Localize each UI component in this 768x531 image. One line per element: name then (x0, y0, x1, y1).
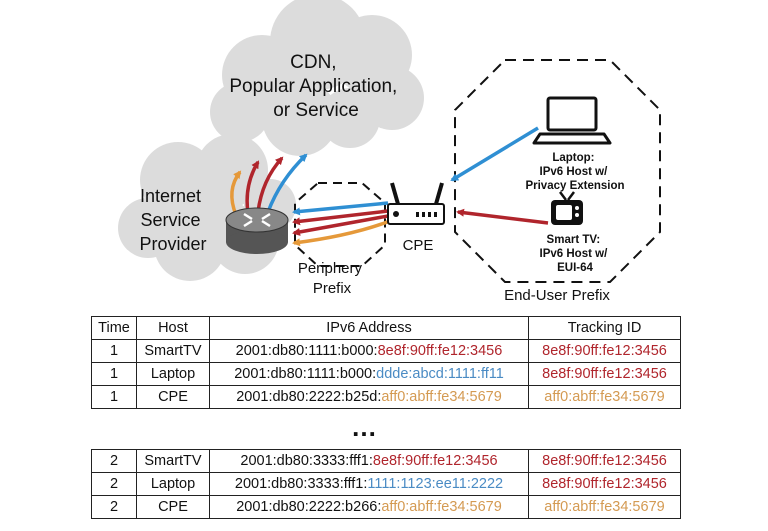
cell-ipv6-address: 2001:db80:2222:b266:aff0:abff:fe34:5679 (209, 495, 529, 519)
header-tracking-id: Tracking ID (528, 316, 681, 340)
address-prefix: 2001:db80:1111:b000: (235, 343, 378, 359)
isp-label-line-1: Internet (140, 186, 201, 206)
laptop-to-cpe-arrow (450, 126, 539, 182)
laptop-icon (532, 96, 612, 145)
cell-time: 2 (91, 495, 137, 519)
end-user-prefix-label: End-User Prefix (504, 287, 610, 304)
isp-label: Internet Service Provider (139, 186, 206, 254)
cell-ipv6-address: 2001:db80:1111:b000:8e8f:90ff:fe12:3456 (209, 339, 529, 363)
header-ipv6-address: IPv6 Address (209, 316, 529, 340)
cell-time: 1 (91, 339, 137, 363)
upstream-arrows (230, 153, 308, 216)
cpe-to-isp-arrows (292, 201, 391, 247)
router-icon (225, 207, 289, 254)
cell-host: SmartTV (136, 449, 210, 473)
cpe-label: CPE (403, 237, 434, 254)
cell-tracking-id: 8e8f:90ff:fe12:3456 (528, 472, 681, 496)
cell-ipv6-address: 2001:db80:3333:fff1:8e8f:90ff:fe12:3456 (209, 449, 529, 473)
header-time: Time (91, 316, 137, 340)
address-prefix: 2001:db80:3333:fff1: (234, 476, 368, 492)
cell-host: SmartTV (136, 339, 210, 363)
network-diagram: CDN, Popular Application, or Service Int… (118, 0, 661, 304)
address-interface-id: 8e8f:90ff:fe12:3456 (372, 453, 498, 469)
address-interface-id: ddde:abcd:1111:ff11 (376, 366, 504, 382)
cell-host: Laptop (136, 362, 210, 386)
cell-ipv6-address: 2001:db80:3333:fff1:1111:1123:ee11:2222 (209, 472, 529, 496)
cdn-label-line-1: CDN, (290, 52, 336, 73)
address-interface-id: aff0:abff:fe34:5679 (381, 499, 502, 515)
end-user-prefix-boundary (454, 59, 661, 283)
cpe-router-icon (387, 182, 445, 225)
address-prefix: 2001:db80:2222:b266: (236, 499, 382, 515)
cdn-label-line-2: Popular Application, (229, 76, 397, 97)
ellipsis: … (351, 412, 379, 442)
cell-host: Laptop (136, 472, 210, 496)
cell-ipv6-address: 2001:db80:1111:b000:ddde:abcd:1111:ff11 (209, 362, 529, 386)
address-prefix: 2001:db80:2222:b25d: (236, 389, 382, 405)
address-prefix: 2001:db80:3333:fff1: (240, 453, 373, 469)
cell-tracking-id: 8e8f:90ff:fe12:3456 (528, 362, 681, 386)
smart-tv-label: Smart TV: IPv6 Host w/ EUI-64 (540, 234, 611, 274)
cell-tracking-id: 8e8f:90ff:fe12:3456 (528, 339, 681, 363)
cdn-cloud: CDN, Popular Application, or Service (210, 0, 424, 156)
cell-ipv6-address: 2001:db80:2222:b25d:aff0:abff:fe34:5679 (209, 385, 529, 409)
laptop-label: Laptop: IPv6 Host w/ Privacy Extension (525, 152, 624, 192)
cell-time: 1 (91, 385, 137, 409)
cdn-label-line-3: or Service (273, 100, 359, 121)
address-interface-id: 8e8f:90ff:fe12:3456 (377, 343, 503, 359)
cell-tracking-id: aff0:abff:fe34:5679 (528, 495, 681, 519)
address-interface-id: aff0:abff:fe34:5679 (381, 389, 502, 405)
address-interface-id: 1111:1123:ee11:2222 (367, 476, 504, 492)
cell-time: 1 (91, 362, 137, 386)
isp-label-line-2: Service (140, 210, 200, 230)
header-host: Host (136, 316, 210, 340)
cdn-label: CDN, Popular Application, or Service (229, 52, 402, 121)
cell-host: CPE (136, 385, 210, 409)
address-prefix: 2001:db80:1111:b000: (234, 366, 377, 382)
cell-time: 2 (91, 472, 137, 496)
smart-tv-icon (551, 191, 583, 225)
table-header-row: Time Host IPv6 Address Tracking ID (91, 316, 681, 340)
cell-host: CPE (136, 495, 210, 519)
isp-label-line-3: Provider (139, 234, 206, 254)
cell-time: 2 (91, 449, 137, 473)
cell-tracking-id: 8e8f:90ff:fe12:3456 (528, 449, 681, 473)
periphery-prefix-label: Periphery Prefix (298, 260, 366, 297)
tv-to-cpe-arrow (456, 208, 549, 225)
cell-tracking-id: aff0:abff:fe34:5679 (528, 385, 681, 409)
